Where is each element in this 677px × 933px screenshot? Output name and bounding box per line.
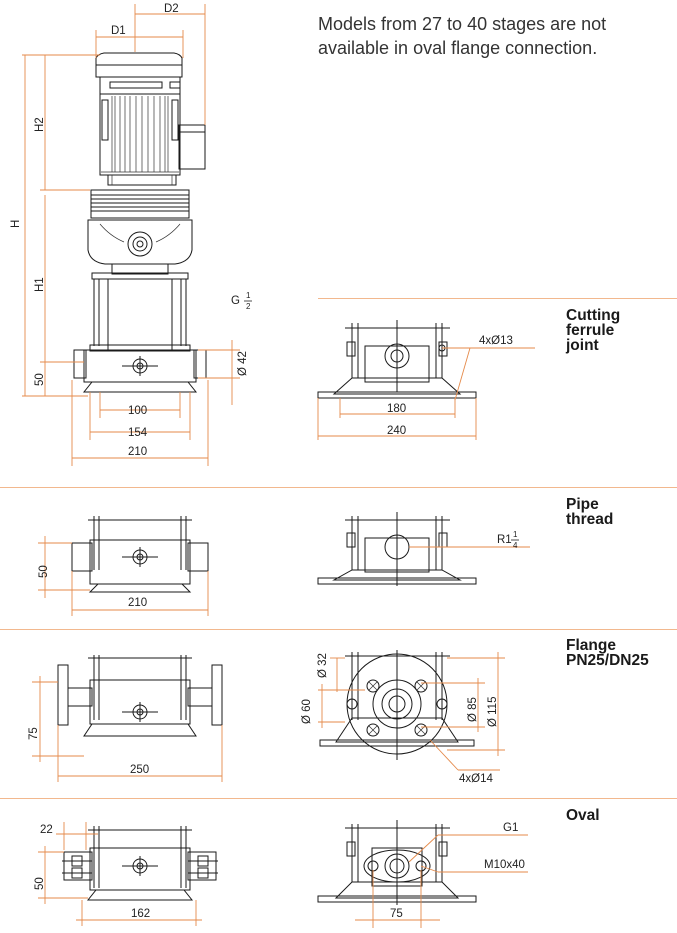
- dim-holes-4x13-label: 4xØ13: [479, 335, 513, 347]
- dim-base-height-label: 50: [34, 373, 46, 386]
- separator-flange: [0, 629, 677, 630]
- dim-d2-label: D2: [164, 3, 179, 15]
- dim-210-label: 210: [128, 446, 147, 458]
- dim-100-label: 100: [128, 405, 147, 417]
- dim-dia115-label: Ø 115: [487, 697, 499, 727]
- svg-text:G: G: [231, 295, 240, 307]
- separator-oval: [0, 798, 677, 799]
- dim-r-quarter-label: R1 1 4: [497, 530, 519, 550]
- dim-pipe-210-label: 210: [128, 597, 147, 609]
- dim-holes-4x14-label: 4xØ14: [459, 773, 493, 785]
- section-title-oval: Oval: [566, 807, 600, 824]
- main-dimensions: [22, 4, 240, 466]
- flange-bolt-holes: [346, 679, 448, 737]
- dim-240-label: 240: [387, 425, 406, 437]
- stage-availability-note: Models from 27 to 40 stages are not avai…: [318, 14, 607, 58]
- dim-g-half-label: G 1 2: [231, 291, 252, 311]
- pipe-thread-side-view: [317, 512, 530, 586]
- dim-154-label: 154: [128, 427, 148, 439]
- pump-head: [87, 219, 193, 280]
- dim-180-label: 180: [387, 403, 406, 415]
- dim-h1-label: H1: [34, 277, 46, 292]
- dim-oval-162-label: 162: [131, 908, 150, 920]
- dim-oval-50-label: 50: [34, 877, 46, 890]
- dim-h-label: H: [10, 220, 22, 228]
- dim-flange-75-label: 75: [28, 727, 40, 740]
- oval-front-view: [38, 822, 218, 926]
- dim-oval-22-label: 22: [40, 824, 53, 836]
- dim-oval-g1-label: G1: [503, 822, 518, 834]
- pump-sleeve: [93, 279, 187, 350]
- svg-text:2: 2: [246, 302, 251, 311]
- dim-dia42-label: Ø 42: [237, 351, 249, 376]
- coupling: [90, 189, 190, 219]
- svg-text:R1: R1: [497, 534, 512, 546]
- separator-pipe: [0, 487, 677, 488]
- svg-text:4: 4: [513, 541, 518, 550]
- pump-base: [73, 344, 207, 393]
- separator-top: [318, 298, 677, 299]
- dim-d1-label: D1: [111, 25, 126, 37]
- dim-dia32-label: Ø 32: [317, 653, 329, 678]
- svg-text:1: 1: [246, 291, 251, 300]
- pump-main-view: D1 D2 H H1 H2 50 Ø 42 G 1 2 100 154 210: [10, 3, 252, 466]
- svg-text:1: 1: [513, 530, 518, 539]
- flange-front-view: [32, 655, 223, 782]
- motor-body: [95, 52, 206, 186]
- dim-oval-75-label: 75: [390, 908, 403, 920]
- dim-dia60-label: Ø 60: [301, 699, 313, 724]
- dim-flange-250-label: 250: [130, 764, 149, 776]
- pipe-thread-front-view: [38, 516, 209, 616]
- cutting-ferrule-side-view: [317, 320, 535, 440]
- dim-dia85-label: Ø 85: [467, 697, 479, 722]
- dim-oval-m10x40-label: M10x40: [484, 859, 525, 871]
- dim-pipe-50-label: 50: [38, 565, 50, 578]
- oval-side-view: [317, 820, 528, 928]
- flange-side-view: [318, 650, 505, 771]
- dim-h2-label: H2: [34, 117, 46, 132]
